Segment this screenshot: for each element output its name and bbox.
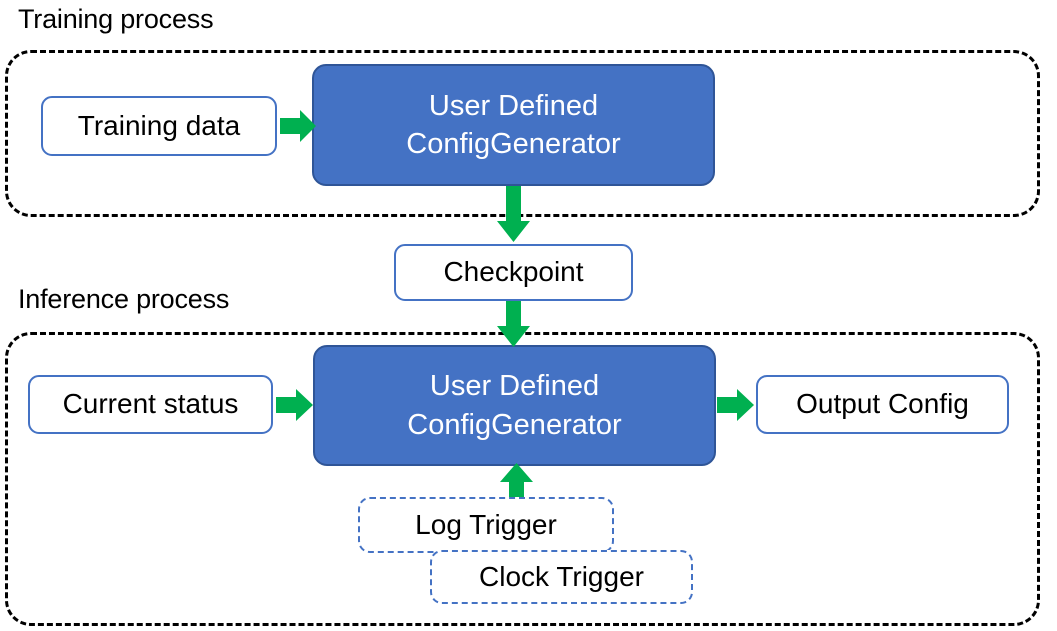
node-training-data-label: Training data bbox=[77, 109, 241, 141]
node-inference-generator-line1: User Defined bbox=[429, 370, 600, 403]
node-clock-trigger[interactable]: Clock Trigger bbox=[430, 550, 693, 604]
node-log-trigger-label: Log Trigger bbox=[415, 509, 557, 540]
node-current-status[interactable]: Current status bbox=[28, 375, 273, 434]
node-inference-user-defined-configgenerator[interactable]: User Defined ConfigGenerator bbox=[313, 345, 716, 466]
node-train-generator-line2: ConfigGenerator bbox=[406, 128, 621, 160]
inference-process-caption: Inference process bbox=[18, 284, 230, 314]
node-training-data[interactable]: Training data bbox=[41, 96, 277, 156]
node-clock-trigger-label: Clock Trigger bbox=[479, 561, 644, 592]
node-inference-generator-line2: ConfigGenerator bbox=[407, 408, 622, 441]
node-train-user-defined-configgenerator[interactable]: User Defined ConfigGenerator bbox=[312, 64, 715, 186]
node-output-config[interactable]: Output Config bbox=[756, 375, 1009, 434]
node-checkpoint-label: Checkpoint bbox=[443, 256, 584, 288]
node-log-trigger[interactable]: Log Trigger bbox=[358, 497, 614, 553]
node-train-generator-line1: User Defined bbox=[428, 89, 599, 122]
node-checkpoint[interactable]: Checkpoint bbox=[394, 244, 633, 301]
training-process-caption: Training process bbox=[18, 4, 214, 34]
node-current-status-label: Current status bbox=[62, 388, 239, 420]
node-output-config-label: Output Config bbox=[796, 388, 969, 420]
